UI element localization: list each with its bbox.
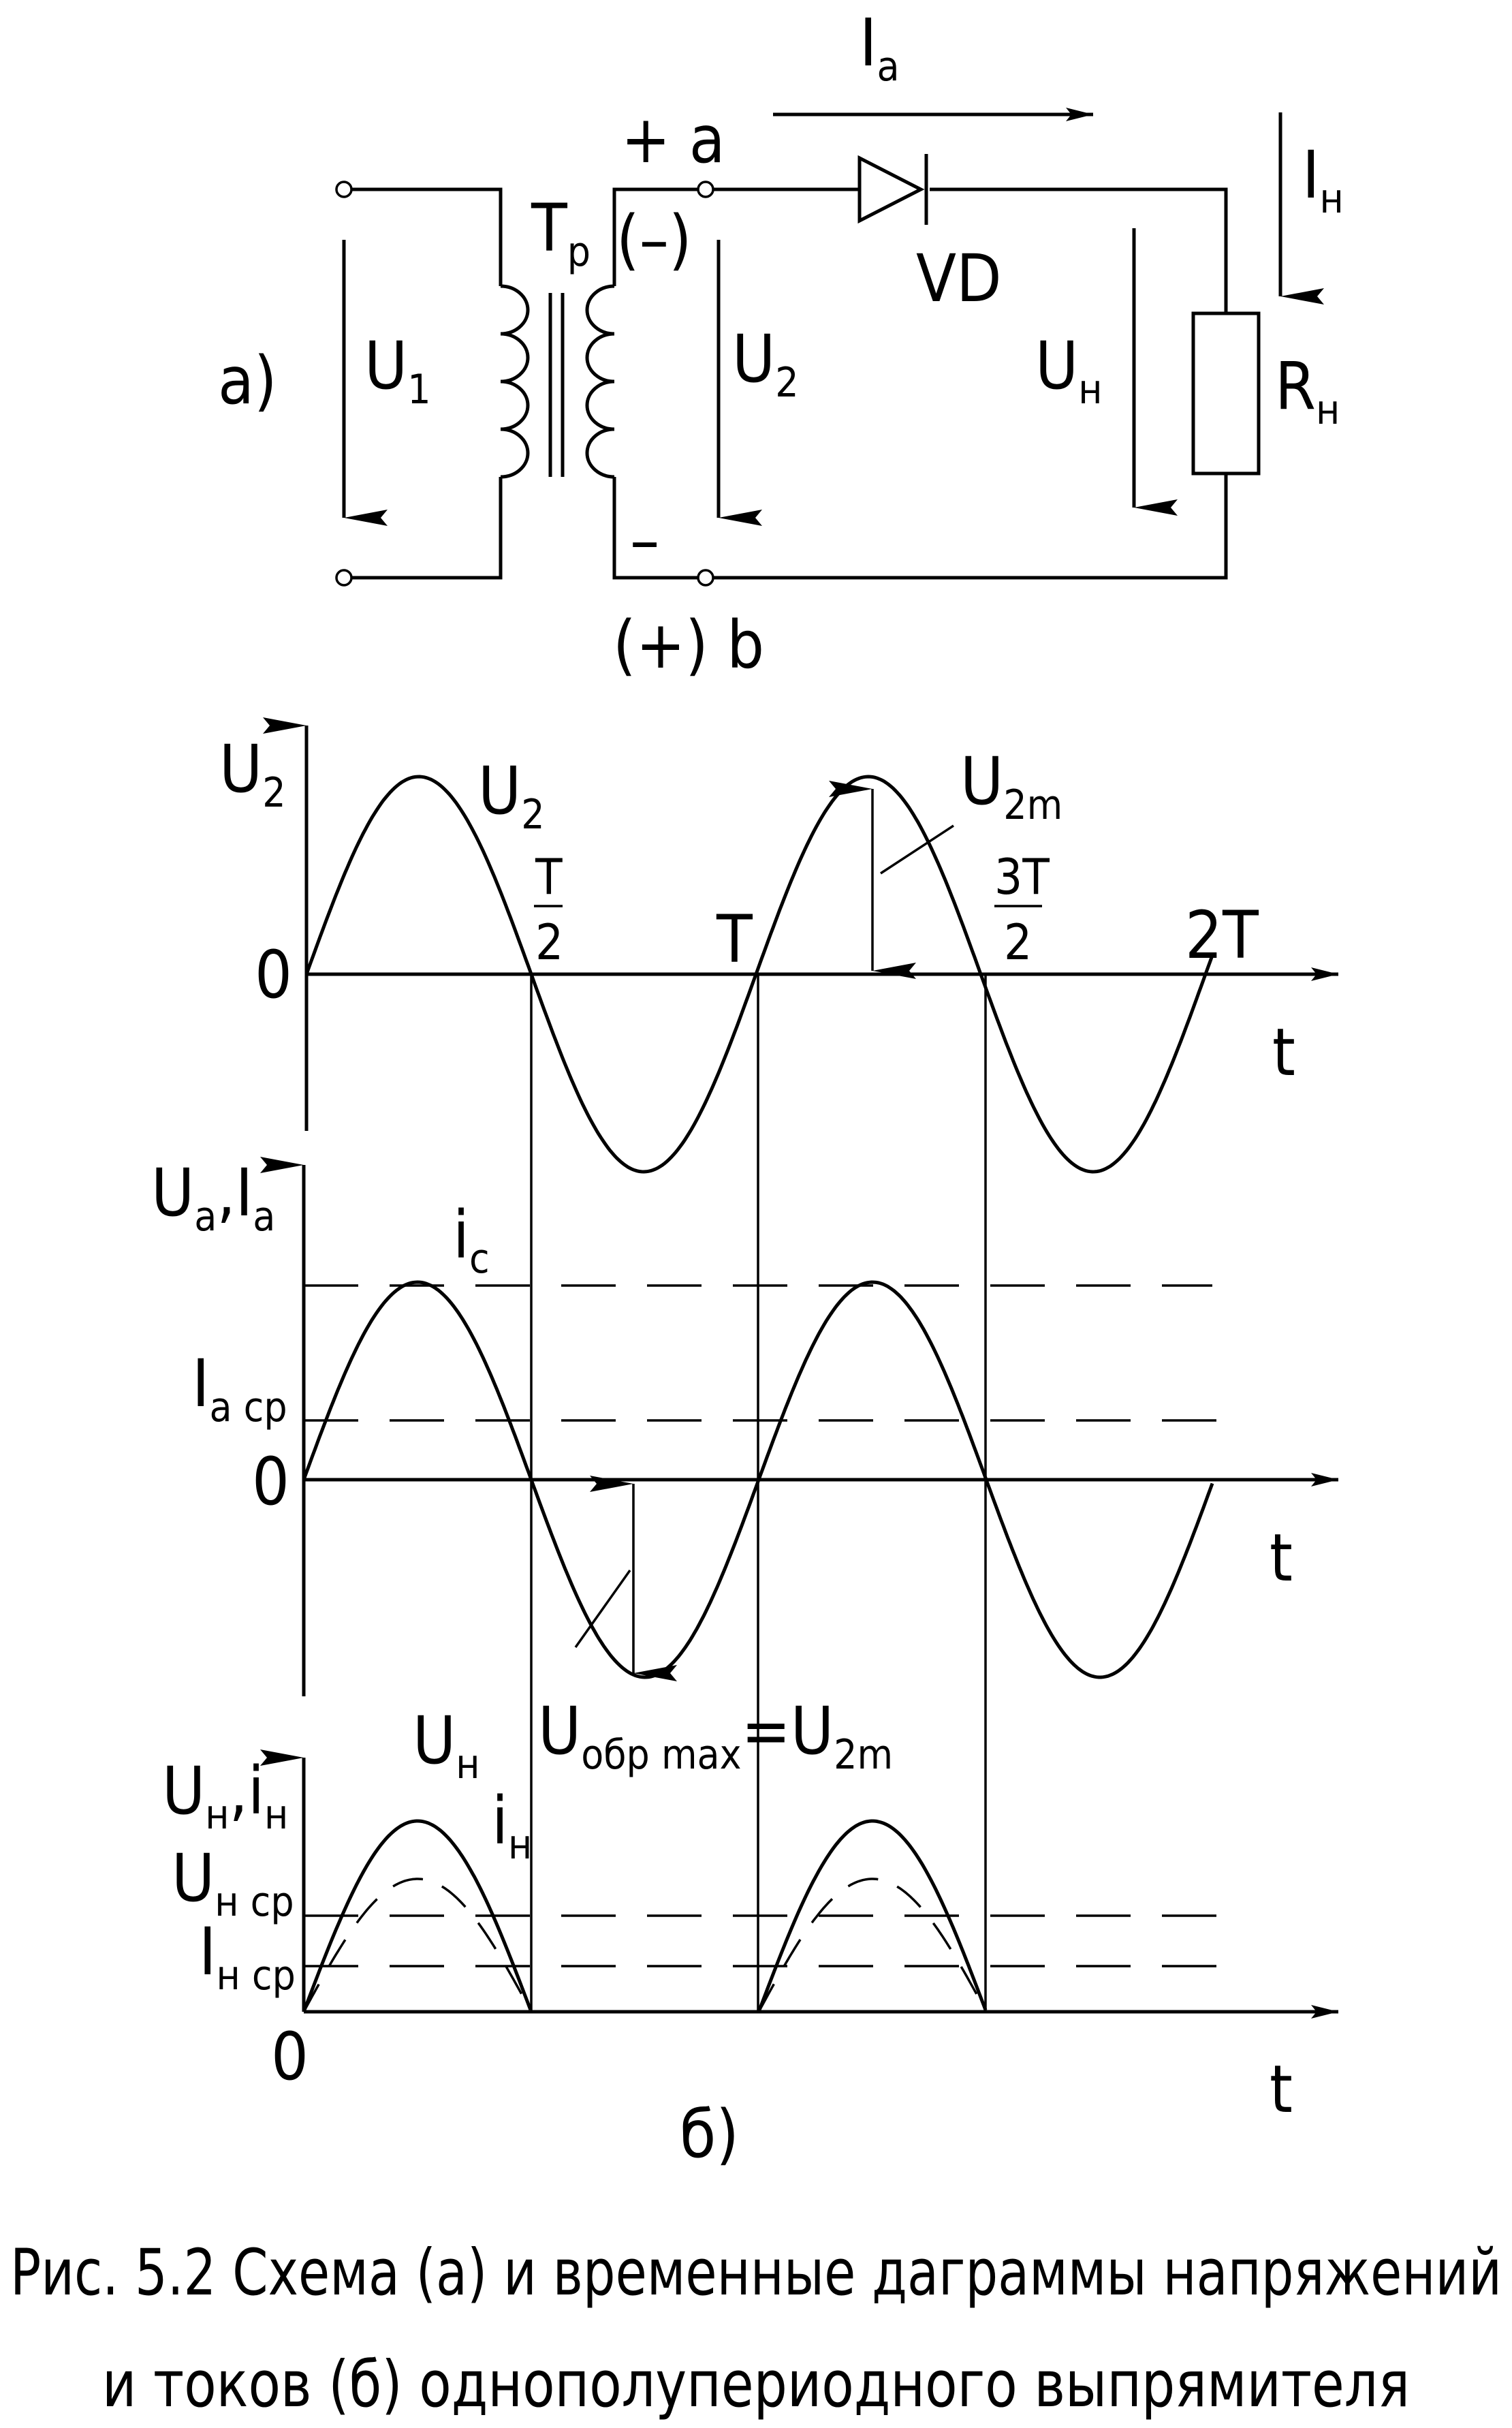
- in-curve-label: iн: [492, 1783, 532, 1869]
- u2m-label: U2m: [960, 743, 1062, 829]
- un-half-wave: [302, 1819, 988, 2012]
- u2-sine: [304, 775, 1214, 1174]
- in-half-wave: [302, 1878, 987, 2012]
- ia-avg-label: Ia ср: [192, 1345, 287, 1431]
- plus-a-label: + a: [621, 102, 725, 178]
- reverse-voltage-leader: [574, 1569, 631, 1649]
- primary-winding: [335, 181, 530, 587]
- panel-un-in: Uн,iн Uн iн Uн ср Iн ср 0 t: [162, 1702, 1338, 2128]
- svg-text:3T: 3T: [994, 848, 1050, 905]
- un-zero-label: 0: [271, 2019, 309, 2095]
- circuit-label-a: а): [218, 343, 277, 419]
- caption-line-1: Рис. 5.2 Схема (а) и временные даграммы …: [10, 2236, 1502, 2310]
- svg-text:2: 2: [535, 914, 563, 971]
- terminal-a: [697, 181, 714, 198]
- ua-t-label: t: [1270, 1520, 1293, 1596]
- reverse-voltage-label: Uобр max=U2m: [538, 1693, 893, 1779]
- panel-u2: U2 U2 0 T 2 T 3T 2 2T U2m t: [219, 717, 1338, 1174]
- ua-sine: [302, 1280, 1214, 1679]
- u2-circuit-label: U2: [732, 321, 799, 407]
- u2m-leader: [880, 824, 954, 875]
- figure-caption: Рис. 5.2 Схема (а) и временные даграммы …: [10, 2236, 1502, 2422]
- terminal-primary-top: [335, 181, 353, 198]
- terminal-primary-bottom: [335, 569, 353, 587]
- half-period-label: T 2: [534, 848, 563, 971]
- period-guides: [530, 974, 987, 2012]
- transformer-core: [548, 293, 565, 477]
- svg-text:T: T: [535, 848, 563, 905]
- un-in-y-axis-label: Uн,iн: [162, 1753, 288, 1839]
- u2-y-axis-label: U2: [219, 731, 286, 817]
- un-t-label: t: [1270, 2051, 1293, 2128]
- ua-ia-y-axis-label: Ua,Ia: [151, 1155, 275, 1241]
- diagrams-label-b: б): [680, 2096, 739, 2173]
- time-diagrams: U2 U2 0 T 2 T 3T 2 2T U2m t: [151, 717, 1338, 2173]
- two-period-label: 2T: [1185, 897, 1259, 974]
- in-avg-label: Iн ср: [199, 1914, 296, 1999]
- three-half-period-label: 3T 2: [994, 848, 1050, 971]
- diode-vd: [857, 154, 928, 225]
- ia-label: Ia: [860, 5, 900, 91]
- un-circuit-label: Uн: [1035, 328, 1103, 414]
- u2-curve-label: U2: [478, 753, 545, 839]
- terminal-b: [697, 569, 714, 587]
- in-circuit-label: Iн: [1302, 137, 1344, 223]
- svg-text:2: 2: [1004, 914, 1032, 971]
- u2-t-label: t: [1272, 1014, 1295, 1091]
- caption-line-2: и токов (б) однополупериодного выпрямите…: [102, 2348, 1410, 2422]
- ic-label: ic: [453, 1197, 490, 1283]
- ua-zero-label: 0: [252, 1444, 289, 1520]
- panel-ua-ia: Ua,Ia ic Ia ср 0 t Uобр max=U2m: [151, 1155, 1338, 1779]
- un-curve-label: Uн: [413, 1702, 480, 1788]
- period-label: T: [716, 901, 753, 978]
- rn-label: Rн: [1275, 348, 1340, 434]
- un-avg-label: Uн ср: [172, 1840, 294, 1926]
- vd-label: VD: [916, 240, 1002, 317]
- load-resistor: [1191, 311, 1261, 476]
- plus-b-label: (+) b: [613, 607, 764, 683]
- minus-paren-label: (–): [616, 202, 692, 278]
- u2-zero-label: 0: [255, 937, 292, 1013]
- minus-label: –: [630, 502, 659, 578]
- tp-label: Tр: [531, 190, 590, 276]
- circuit-schematic: а) U1 Tр + a (–) U2 – (+) b Ia VD Uн Iн …: [218, 5, 1344, 683]
- u1-label: U1: [364, 328, 431, 414]
